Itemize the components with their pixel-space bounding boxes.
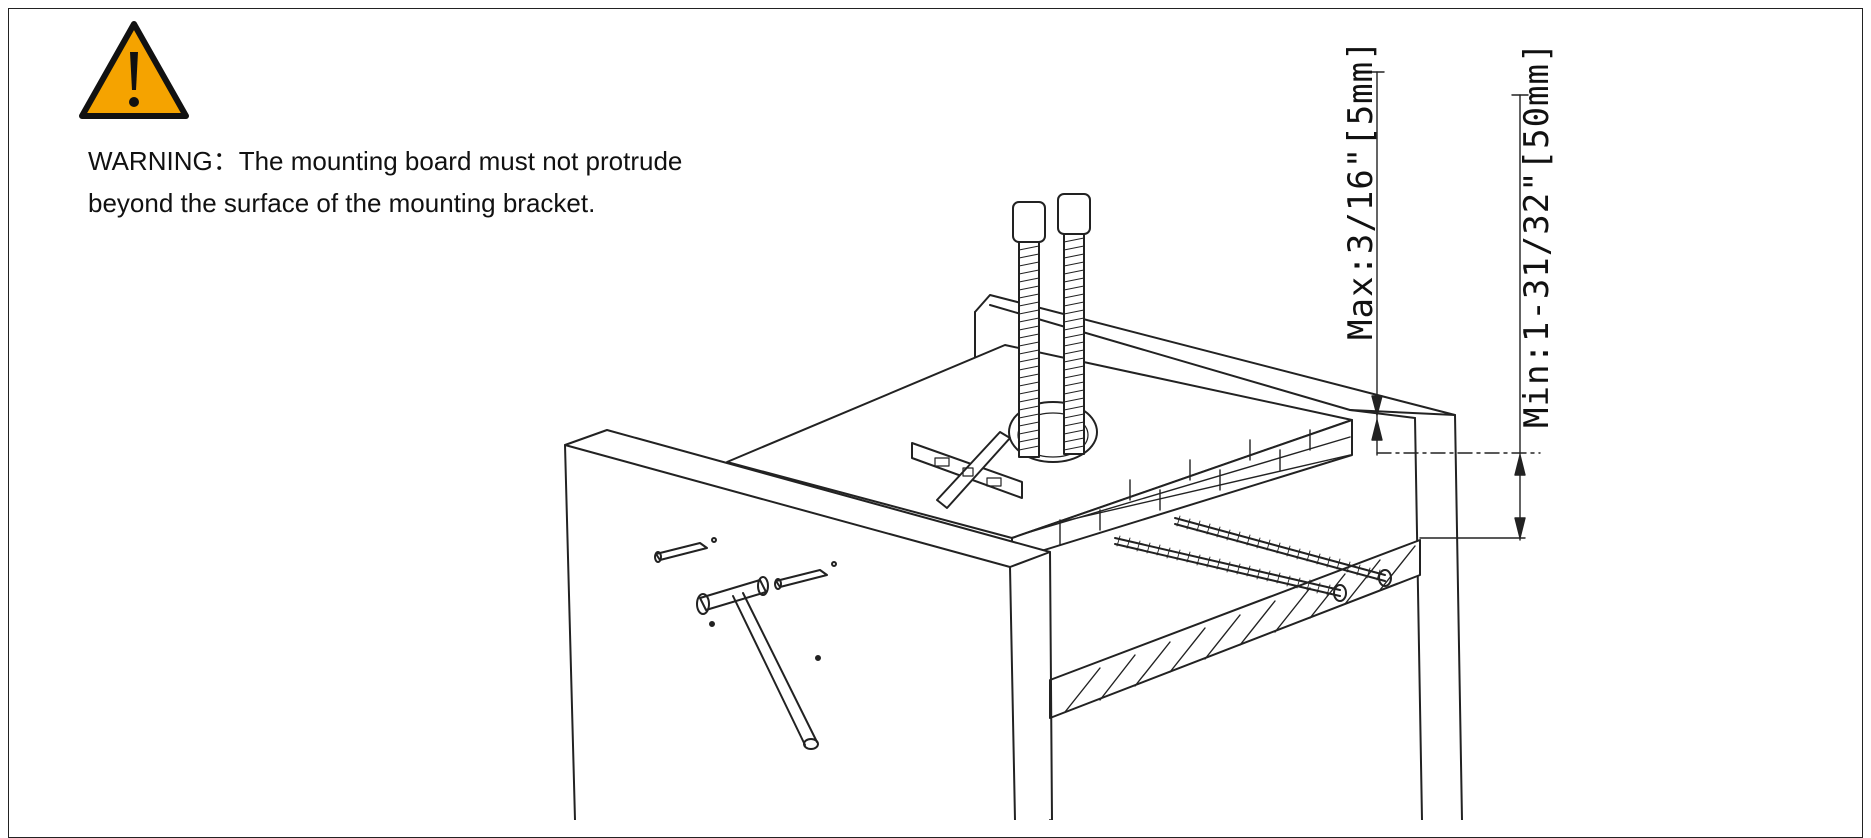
back-panel [974, 294, 1456, 416]
front-panel [564, 429, 1053, 820]
flexible-hose-icon [1012, 193, 1091, 458]
dimension-lines [1369, 71, 1541, 541]
wall-anchor-icon [654, 537, 837, 661]
threaded-rods [1114, 515, 1392, 602]
warning-line-1: WARNING：The mounting board must not prot… [88, 146, 683, 176]
brick-pattern [1019, 429, 1351, 546]
tile-spacer-icon [911, 431, 1023, 509]
hose-hole [1008, 401, 1098, 463]
installation-drawing: Max:3/16"[5mm] Min:1-31/32"[50mm] [564, 39, 1557, 820]
max-dimension-label: Max:3/16"[5mm] [1341, 39, 1381, 340]
right-side-panel [1349, 409, 1463, 820]
min-dimension-label: Min:1-31/32"[50mm] [1517, 42, 1557, 428]
warning-message: WARNING：The mounting board must not prot… [88, 140, 788, 224]
warning-line-2: beyond the surface of the mounting brack… [88, 188, 596, 218]
warning-triangle-icon [79, 21, 189, 119]
hammer-icon [696, 576, 819, 750]
